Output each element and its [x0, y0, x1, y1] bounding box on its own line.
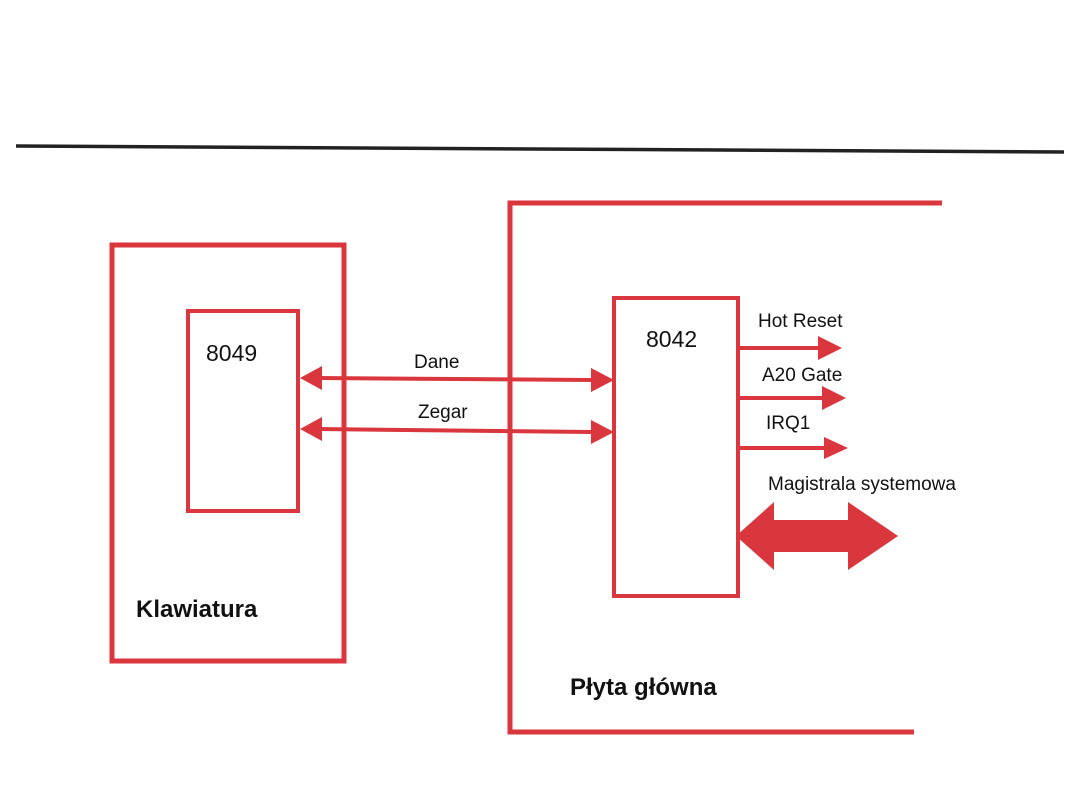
hot-reset-label: Hot Reset [758, 311, 843, 332]
irq1-arrow [738, 437, 848, 459]
clock-link-label: Zegar [418, 402, 468, 423]
hot-reset-arrow [738, 336, 842, 360]
keyboard-box [109, 242, 347, 664]
chip-8049-label: 8049 [206, 340, 258, 366]
system-bus-label: Magistrala systemowa [768, 474, 956, 495]
keyboard-title: Klawiatura [136, 596, 258, 623]
a20-gate-arrow [738, 386, 846, 410]
irq1-label: IRQ1 [766, 413, 811, 434]
data-link-label: Dane [414, 352, 460, 373]
motherboard-title: Płyta główna [570, 674, 717, 701]
data-arrow [300, 366, 614, 392]
clock-arrow [300, 417, 614, 444]
chip-8049-box [186, 309, 300, 513]
a20-gate-label: A20 Gate [762, 365, 843, 386]
system-bus-arrow [736, 502, 898, 570]
motherboard-frame [507, 200, 942, 735]
top-rule [15, 144, 1065, 154]
chip-8042-label: 8042 [646, 326, 698, 352]
